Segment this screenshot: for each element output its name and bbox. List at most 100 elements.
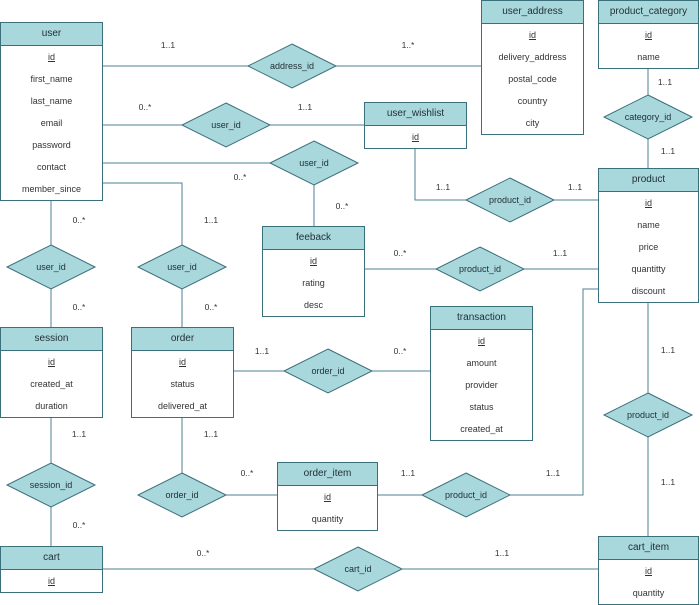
entity-attribute: name — [637, 52, 660, 62]
cardinality-labels: 1..1 1..* 0..* 1..1 0..* 0..* 1..1 1..1 1..1 1..1… — [72, 40, 675, 558]
entity-attribute: password — [32, 140, 71, 150]
entity-attribute: provider — [465, 380, 498, 390]
entity-title: user — [1, 23, 102, 46]
cardinality-label: 1..1 — [204, 215, 218, 225]
entity-attribute: quantity — [311, 514, 344, 524]
relationship-label: product_id — [489, 195, 531, 205]
relationship-diamond-shape — [602, 94, 694, 140]
primary-key-attribute: id — [309, 256, 317, 266]
primary-key-attribute: id — [323, 492, 331, 502]
entity-title: transaction — [431, 307, 532, 330]
primary-key-attribute: id — [47, 52, 55, 62]
cardinality-label: 0..* — [139, 102, 152, 112]
relationship-diamond-shape — [268, 140, 360, 186]
cardinality-label: 0..* — [197, 548, 210, 558]
entity-title: product_category — [599, 1, 698, 24]
entity-title: feeback — [263, 227, 364, 250]
relationship-label: address_id — [270, 61, 314, 71]
cardinality-label: 0..* — [394, 346, 407, 356]
entity-title: order — [132, 328, 233, 351]
cardinality-label: 0..* — [336, 201, 349, 211]
entity-transaction: transaction id amount provider status created… — [430, 306, 533, 441]
cardinality-label: 1..1 — [495, 548, 509, 558]
relationship-diamond-shape — [136, 472, 228, 518]
entity-attribute: postal_code — [508, 74, 557, 84]
relationship-label: product_id — [459, 264, 501, 274]
cardinality-label: 0..* — [73, 302, 86, 312]
entity-attribute: status — [469, 402, 494, 412]
connector-lines — [50, 65, 649, 570]
primary-key-attribute: id — [47, 576, 55, 586]
relationship-diamond-shape — [136, 244, 228, 290]
relationship-diamond-shape — [434, 246, 526, 292]
entity-attribute: name — [637, 220, 660, 230]
relationship-feedback-product: product_id — [434, 246, 526, 292]
primary-key-attribute: id — [528, 30, 536, 40]
entity-attribute: delivery_address — [498, 52, 567, 62]
cardinality-label: 1..1 — [436, 182, 450, 192]
primary-key-attribute: id — [644, 30, 652, 40]
entity-title: cart — [1, 547, 102, 570]
entity-attribute: discount — [631, 286, 666, 296]
connector-line — [414, 146, 467, 201]
relationship-diamonds: address_id user_id user_id category_idprodu… — [5, 43, 694, 592]
cardinality-label: 1..1 — [553, 248, 567, 258]
entity-attribute: amount — [466, 358, 497, 368]
relationship-diamond-shape — [5, 244, 97, 290]
relationship-label: product_id — [627, 410, 669, 420]
relationship-user-order: user_id — [136, 244, 228, 290]
entity-attribute: created_at — [460, 424, 503, 434]
entity-cart: cart id — [0, 546, 103, 593]
entity-attribute: duration — [35, 401, 68, 411]
entity-attribute: contact — [36, 162, 67, 172]
relationship-label: order_id — [311, 366, 344, 376]
relationship-diamond-shape — [246, 43, 338, 89]
primary-key-attribute: id — [47, 357, 55, 367]
cardinality-label: 0..* — [394, 248, 407, 258]
relationship-label: category_id — [625, 112, 672, 122]
entity-attribute: first_name — [30, 74, 73, 84]
entity-attribute: delivered_at — [157, 401, 208, 411]
entity-attribute: last_name — [30, 96, 73, 106]
cardinality-label: 1..1 — [255, 346, 269, 356]
cardinality-label: 1..1 — [72, 429, 86, 439]
cardinality-label: 0..* — [205, 302, 218, 312]
entity-attribute: email — [40, 118, 63, 128]
primary-key-attribute: id — [644, 566, 652, 576]
primary-key-attribute: id — [477, 336, 485, 346]
cardinality-label: 1..1 — [204, 429, 218, 439]
cardinality-label: 1..1 — [546, 468, 560, 478]
relationship-category-id: category_id — [602, 94, 694, 140]
cardinality-label: 1..1 — [661, 477, 675, 487]
entity-attribute: country — [517, 96, 548, 106]
cardinality-label: 1..1 — [401, 468, 415, 478]
relationship-diamond-shape — [180, 102, 272, 148]
primary-key-attribute: id — [644, 198, 652, 208]
entity-attribute: rating — [302, 278, 325, 288]
entity-attribute: member_since — [21, 184, 82, 194]
entity-attribute: quantity — [632, 588, 665, 598]
entity-attribute: quantitty — [631, 264, 666, 274]
cardinality-label: 1..* — [402, 40, 415, 50]
relationship-session-cart: session_id — [5, 462, 97, 508]
relationship-user-session: user_id — [5, 244, 97, 290]
connector-line — [509, 288, 598, 496]
relationship-address-id: address_id — [246, 43, 338, 89]
relationship-wishlist-product: product_id — [464, 177, 556, 223]
relationship-order-transaction: order_id — [282, 348, 374, 394]
entity-attribute: desc — [303, 300, 323, 310]
cardinality-label: 1..1 — [298, 102, 312, 112]
relationship-label: user_id — [167, 262, 197, 272]
relationship-label: cart_id — [344, 564, 371, 574]
relationship-user-wishlist: user_id — [180, 102, 272, 148]
entity-title: user_address — [482, 1, 583, 24]
